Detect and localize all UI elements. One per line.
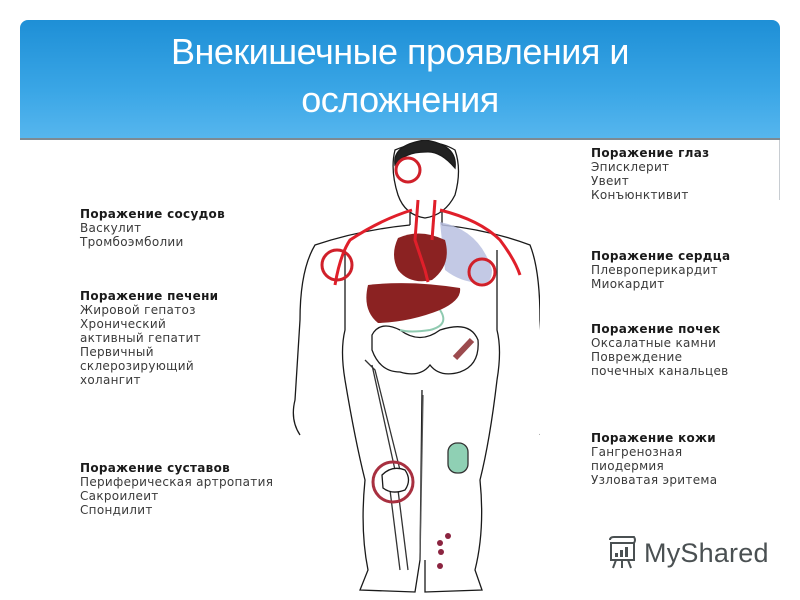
eyes-heading: Поражение глаз (591, 146, 710, 160)
joints-item: Спондилит (80, 503, 153, 517)
vessels-block: Поражение сосудов Васкулит Тромбоэмболии (80, 207, 225, 249)
skin-block: Поражение кожи Гангренозная пиодермия Уз… (591, 431, 717, 487)
vessels-heading: Поражение сосудов (80, 207, 225, 221)
legs-outline (344, 379, 498, 593)
eyes-item: Увеит (591, 174, 630, 188)
heart-item: Плевроперикардит (591, 263, 718, 277)
human-body-illustration (292, 140, 540, 593)
slide-title-line-1: Внекишечные проявления и (171, 31, 629, 72)
joints-block: Поражение суставов Периферическая артроп… (80, 461, 273, 517)
kidneys-item: почечных канальцев (591, 364, 729, 378)
skin-item: пиодермия (591, 459, 665, 473)
kidneys-block: Поражение почек Оксалатные камни Поврежд… (591, 322, 729, 378)
watermark-text: MyShared (644, 537, 769, 568)
skin-item: Гангренозная (591, 445, 683, 459)
eyes-block: Поражение глаз Эписклерит Увеит Конъюнкт… (591, 146, 709, 202)
liver-item: склерозирующий (80, 359, 194, 373)
sacroiliac-lesion (452, 337, 475, 361)
heart-block: Поражение сердца Плевроперикардит Миокар… (591, 249, 730, 291)
joints-item: Периферическая артропатия (80, 475, 274, 489)
liver (366, 283, 461, 323)
liver-item: Первичный (80, 345, 154, 359)
liver-block: Поражение печени Жировой гепатоз Хрониче… (80, 289, 218, 387)
heart-heading: Поражение сердца (591, 249, 731, 263)
joints-item: Сакроилеит (80, 489, 159, 503)
pelvis (371, 325, 479, 375)
liver-item: холангит (80, 373, 141, 387)
skin-lesion (447, 442, 469, 474)
knee-highlight (371, 460, 415, 504)
kidneys-heading: Поражение почек (591, 322, 721, 336)
liver-item: Хронический (80, 317, 167, 331)
slide-title-line-2: осложнения (301, 79, 499, 120)
skin-heading: Поражение кожи (591, 431, 717, 445)
vessels-item: Тромбоэмболии (80, 235, 184, 249)
liver-item: активный гепатит (80, 331, 201, 345)
heart-item: Миокардит (591, 277, 665, 291)
kidneys-item: Оксалатные камни (591, 336, 717, 350)
slide-title-bar: Внекишечные проявления и осложнения (20, 20, 780, 140)
skin-item: Узловатая эритема (591, 473, 718, 487)
vessels-item: Васкулит (80, 221, 142, 235)
eyes-item: Эписклерит (591, 160, 670, 174)
joints-heading: Поражение суставов (80, 461, 231, 475)
heart-highlight (467, 257, 497, 287)
vessel-highlight (320, 248, 354, 282)
eye-highlight (394, 156, 422, 184)
lungs (440, 222, 492, 284)
frame-border (779, 140, 780, 200)
presentation-board-icon (609, 536, 636, 569)
kidneys-item: Повреждение (591, 350, 683, 364)
liver-item: Жировой гепатоз (80, 303, 196, 317)
liver-heading: Поражение печени (80, 289, 219, 303)
head-outline (392, 141, 460, 219)
watermark: MyShared (606, 536, 769, 570)
eyes-item: Конъюнктивит (591, 188, 689, 202)
